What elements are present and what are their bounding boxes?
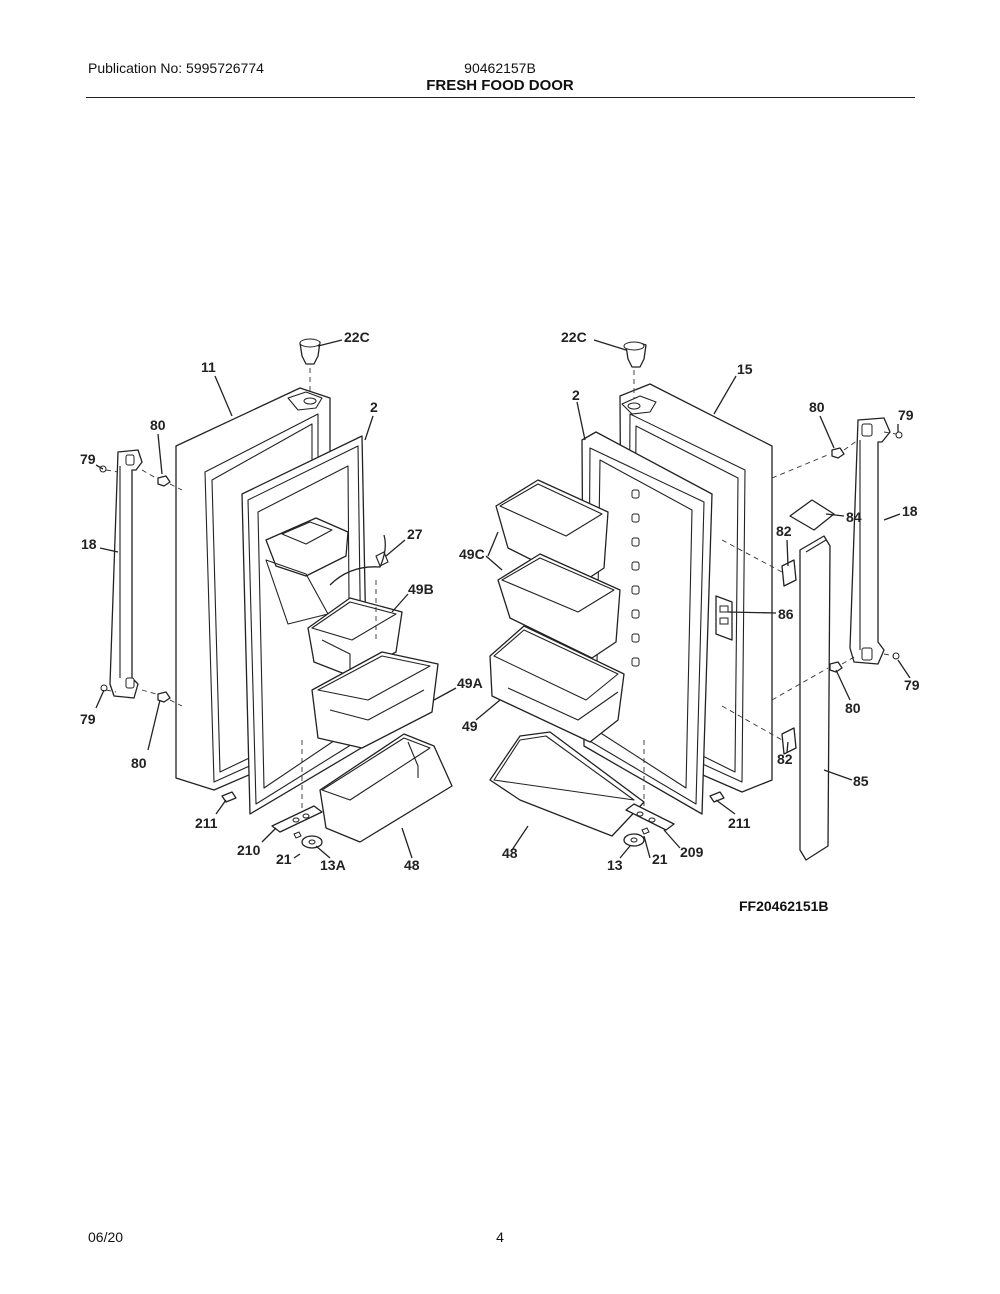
callout-49a: 49A: [457, 675, 483, 691]
screw-79-top-right: [895, 431, 903, 439]
callout-49b: 49B: [408, 581, 434, 597]
callout-18-left: 18: [81, 536, 97, 552]
callout-18-right: 18: [902, 503, 918, 519]
callout-21-right: 21: [652, 851, 668, 867]
header-rule: [86, 97, 915, 98]
callout-22c-left: 22C: [344, 329, 370, 345]
page-title: FRESH FOOD DOOR: [426, 77, 574, 94]
callout-15: 15: [737, 361, 753, 377]
left-light-22c: [299, 338, 321, 365]
callout-211-left: 211: [195, 815, 218, 831]
bracket-82-bottom: [781, 727, 797, 755]
callout-11: 11: [201, 359, 216, 375]
screw-21-right: [641, 827, 650, 835]
callout-2-right: 2: [572, 387, 580, 403]
left-handle-18: [109, 449, 143, 699]
bumper-80-top-right: [831, 447, 845, 459]
callout-80-top-right: 80: [809, 399, 825, 415]
callout-2-left: 2: [370, 399, 378, 415]
callout-80-bottom-left: 80: [131, 755, 147, 771]
callout-79-bottom-left: 79: [80, 711, 96, 727]
publication-number: Publication No: 5995726774: [88, 60, 264, 76]
callout-80-bottom-right: 80: [845, 700, 861, 716]
callout-82-top: 82: [776, 523, 792, 539]
right-handle-18: [849, 417, 891, 665]
hinge-bushing-211-right: [709, 791, 725, 803]
left-bin-49a: [311, 651, 439, 749]
hinge-bushing-211-left: [221, 791, 237, 803]
right-bin-49c-lower: [497, 553, 621, 659]
bracket-82-top: [781, 559, 797, 587]
model-number: 90462157B: [464, 60, 536, 76]
cover-84: [789, 499, 835, 531]
callout-211-right: 211: [728, 815, 751, 831]
callout-49c: 49C: [459, 546, 485, 562]
left-bin-48: [319, 733, 453, 843]
right-bin-48: [489, 731, 645, 837]
screw-21-left: [293, 831, 302, 839]
callout-85: 85: [853, 773, 869, 789]
callout-79-top-right: 79: [898, 407, 914, 423]
diagram-code: FF20462151B: [739, 898, 829, 914]
callout-49: 49: [462, 718, 478, 734]
callout-86: 86: [778, 606, 794, 622]
callout-27: 27: [407, 526, 423, 542]
footer-page-number: 4: [496, 1229, 504, 1245]
hinge-209: [625, 803, 675, 831]
callout-209: 209: [680, 844, 704, 860]
callout-22c-right: 22C: [561, 329, 587, 345]
callout-210: 210: [237, 842, 261, 858]
callout-79-bottom-right: 79: [904, 677, 920, 693]
right-shelf-supports: [631, 489, 640, 667]
callout-48-right: 48: [502, 845, 518, 861]
footer-date: 06/20: [88, 1229, 124, 1245]
callout-79-top-left: 79: [80, 451, 96, 467]
water-tube-27: [329, 534, 386, 586]
bumper-80-bottom-left: [157, 691, 171, 703]
right-light-22c: [623, 341, 647, 368]
callout-13a: 13A: [320, 857, 346, 873]
callout-48-left: 48: [404, 857, 420, 873]
right-bin-49c-upper: [495, 479, 609, 585]
tube-clip: [375, 551, 389, 567]
callout-84: 84: [846, 509, 862, 525]
callout-80-top-left: 80: [150, 417, 166, 433]
door-cap-85: [799, 535, 831, 861]
callout-21-left: 21: [276, 851, 292, 867]
right-bin-49: [489, 625, 625, 743]
bumper-80-top-left: [157, 475, 171, 487]
callout-82-bottom: 82: [777, 751, 793, 767]
callout-13: 13: [607, 857, 623, 873]
bumper-80-bottom-right: [829, 661, 843, 673]
leader-lines: [95, 339, 911, 859]
control-86: [715, 595, 733, 641]
